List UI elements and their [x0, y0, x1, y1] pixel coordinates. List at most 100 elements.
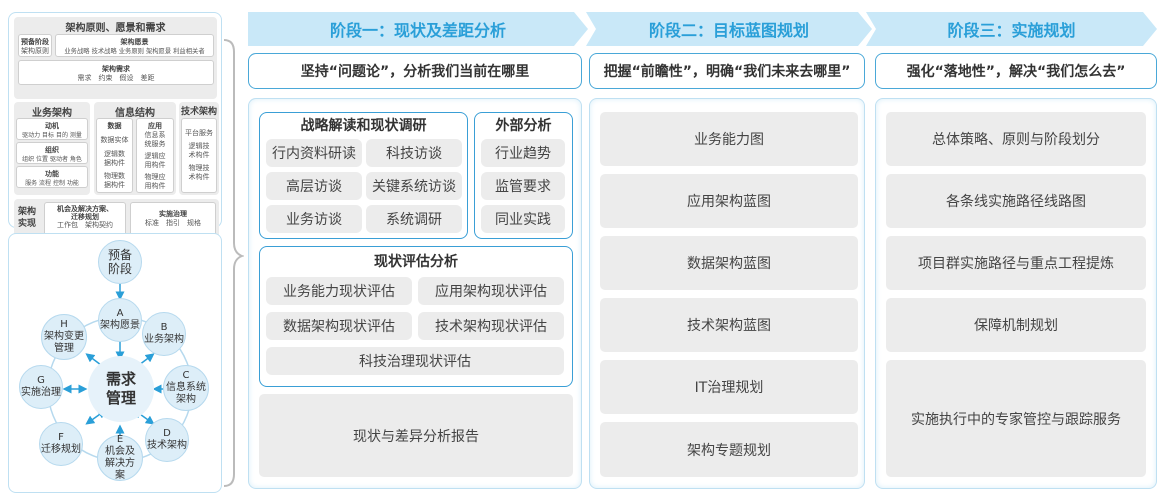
plan-item: 项目群实施路径与重点工程提炼 [886, 236, 1146, 290]
cycle-prelim: 预备阶段 [98, 240, 142, 284]
node-letter: A [116, 308, 124, 319]
strategy-research-title: 战略解读和现状调研 [300, 118, 427, 134]
blueprint-item: 架构专题规划 [600, 422, 858, 477]
strategy-item: 系统调研 [366, 205, 462, 233]
prelim-title: 预备阶段 [21, 38, 49, 46]
node-letter: D [163, 428, 171, 439]
strategy-item: 行内资料研读 [266, 139, 362, 167]
assessment-box: 现状评估分析 业务能力现状评估 应用架构现状评估 数据架构现状评估 技术架构现状… [259, 246, 573, 387]
tech-item: 逻辑技术构件 [188, 142, 210, 159]
strategy-item: 业务访谈 [266, 205, 362, 233]
plan-item: 保障机制规划 [886, 298, 1146, 352]
opportunities-items: 工作包 架构契约 [57, 221, 113, 229]
strategy-research-box: 战略解读和现状调研 行内资料研读 科技访谈 高层访谈 关键系统访谈 业务访谈 系… [259, 112, 468, 239]
vision-box: 架构愿景 业务战略 技术战略 业务原则 架构愿景 利益相关者 [55, 34, 214, 57]
business-arch-section: 业务架构 动机驱动力 目标 目的 测量 组织组织 位置 驱动者 角色 功能服务 … [14, 102, 90, 195]
bracket [223, 39, 244, 487]
requirements-title: 架构需求 [102, 65, 130, 73]
blueprint-item: 技术架构蓝图 [600, 298, 858, 352]
opportunities-box: 机会及解决方案、迁移规划 工作包 架构契约 [44, 202, 126, 236]
application-title: 应用 [148, 122, 162, 130]
data-item: 数据实体 [100, 136, 129, 144]
node-label: 架构变更管理 [44, 331, 84, 354]
adm-content-panel: 架构原则、愿景和需求 预备阶段 架构原则 架构愿景 业务战略 技术战略 业务原则… [8, 12, 222, 239]
data-box: 数据 数据实体 逻辑数据构件 物理数据构件 [96, 118, 133, 193]
assessment-item: 应用架构现状评估 [418, 277, 564, 305]
prelim-box: 预备阶段 架构原则 [18, 34, 52, 57]
application-box: 应用 信息系统服务 逻辑应用构件 物理应用构件 [136, 118, 174, 193]
phase-3-content: 总体策略、原则与阶段划分 各条线实施路径线路图 项目群实施路径与重点工程提炼 保… [875, 98, 1157, 489]
blueprint-item: IT治理规划 [600, 360, 858, 414]
info-structure-title: 信息结构 [115, 108, 155, 119]
function-box: 功能服务 流程 控制 功能 [16, 166, 88, 188]
node-label: 信息系统架构 [166, 382, 206, 405]
business-arch-title: 业务架构 [32, 108, 72, 119]
data-title: 数据 [107, 122, 122, 130]
function-title: 功能 [45, 170, 59, 178]
blueprint-item: 业务能力图 [600, 112, 858, 166]
opportunities-title: 机会及解决方案、迁移规划 [57, 205, 113, 221]
vision-title: 架构愿景 [120, 38, 149, 46]
node-label: 业务架构 [144, 334, 184, 345]
plan-item: 各条线实施路径线路图 [886, 174, 1146, 228]
blueprint-item: 应用架构蓝图 [600, 174, 858, 228]
node-letter: E [116, 434, 124, 445]
phase-1-content: 战略解读和现状调研 行内资料研读 科技访谈 高层访谈 关键系统访谈 业务访谈 系… [248, 98, 582, 489]
assessment-title: 现状评估分析 [374, 254, 458, 270]
node-label: 实施治理 [21, 387, 61, 398]
organization-box: 组织组织 位置 驱动者 角色 [16, 142, 88, 164]
node-label: 架构愿景 [100, 320, 140, 331]
assessment-item: 科技治理现状评估 [266, 347, 564, 375]
application-item: 逻辑应用构件 [144, 152, 166, 169]
external-analysis-box: 外部分析 行业趋势 监管要求 同业实践 [474, 112, 573, 239]
phase-1-header: 阶段一：现状及差距分析 [248, 12, 588, 46]
plan-item: 实施执行中的专家管控与跟踪服务 [886, 360, 1146, 477]
node-label: 迁移规划 [41, 444, 81, 455]
prelim-items: 架构原则 [21, 47, 49, 55]
tech-arch-section: 技术架构 平台服务 逻辑技术构件 物理技术构件 [179, 102, 219, 195]
motivation-items: 驱动力 目标 目的 测量 [22, 132, 82, 139]
governance-box: 实施治理 标准 指引 规格 [130, 202, 216, 236]
external-item: 监管要求 [481, 172, 565, 200]
strategy-item: 科技访谈 [366, 139, 462, 167]
governance-title: 实施治理 [159, 210, 187, 218]
tech-item: 平台服务 [185, 129, 213, 137]
node-letter: G [37, 375, 45, 386]
external-item: 行业趋势 [481, 139, 565, 167]
function-items: 服务 流程 控制 功能 [25, 180, 79, 187]
external-analysis-title: 外部分析 [495, 118, 552, 134]
tech-box: 平台服务 逻辑技术构件 物理技术构件 [181, 118, 217, 193]
phase-3-header: 阶段三：实施规划 [866, 12, 1157, 46]
node-label: 机会及解决方案 [105, 446, 135, 481]
gap-report: 现状与差异分析报告 [259, 394, 573, 477]
cycle-center-requirements: 需求管理 [88, 356, 154, 422]
assessment-item: 技术架构现状评估 [418, 312, 564, 340]
external-item: 同业实践 [481, 205, 565, 233]
phase-3-subtitle: 强化“落地性”，解决“我们怎么去” [875, 53, 1157, 89]
data-item: 逻辑数据构件 [104, 150, 125, 167]
application-item: 信息系统服务 [144, 131, 166, 148]
node-letter: C [182, 370, 190, 381]
node-label: 技术架构 [147, 440, 187, 451]
strategy-item: 关键系统访谈 [366, 172, 462, 200]
assessment-item: 数据架构现状评估 [266, 312, 412, 340]
strategy-item: 高层访谈 [266, 172, 362, 200]
data-item: 物理数据构件 [104, 172, 125, 189]
node-letter: F [58, 432, 64, 443]
node-letter: H [60, 319, 68, 330]
principles-title: 架构原则、愿景和需求 [65, 23, 166, 34]
blueprint-item: 数据架构蓝图 [600, 236, 858, 290]
motivation-title: 动机 [45, 122, 59, 130]
info-structure-section: 信息结构 数据 数据实体 逻辑数据构件 物理数据构件 应用 信息系统服务 逻辑应… [94, 102, 176, 195]
node-letter: B [160, 322, 168, 333]
tech-arch-title: 技术架构 [180, 107, 217, 117]
